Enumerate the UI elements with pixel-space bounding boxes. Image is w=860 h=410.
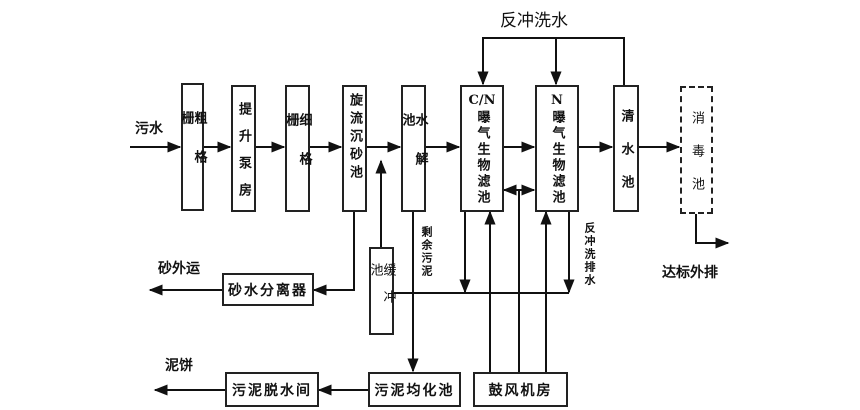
sand-separator-box: 砂水分离器 — [222, 273, 314, 306]
arrow-discharge — [695, 213, 730, 249]
sludge-dewatering-text: 污泥脱水间 — [232, 382, 312, 399]
hydrolysis-text: 水解池 — [399, 113, 428, 191]
grit-chamber-text: 旋流沉砂池 — [347, 93, 362, 183]
sand-out-label: 砂外运 — [158, 261, 200, 277]
backwash-drain-label: 反冲洗排水 — [583, 222, 596, 287]
fine-screen-text: 细格栅 — [283, 113, 312, 191]
sludge-cake-label: 泥饼 — [165, 358, 193, 374]
grit-chamber-box: 旋流沉砂池 — [342, 85, 367, 212]
blower-room-box: 鼓风机房 — [473, 372, 568, 407]
n-baf-text: 曝气生物滤池 — [549, 110, 565, 206]
sludge-homogenizer-text: 污泥均化池 — [374, 382, 455, 399]
blower-room-text: 鼓风机房 — [488, 382, 553, 399]
backwash-water-label: 反冲洗水 — [500, 11, 568, 31]
disinfection-text: 消毒池 — [689, 110, 704, 210]
n-baf-box: N 曝气生物滤池 — [535, 85, 579, 212]
arrow-grit-to-separator — [312, 211, 355, 296]
hydrolysis-box: 水解池 — [399, 85, 428, 212]
buffer-tank-text: 缓冲池 — [367, 263, 396, 317]
sludge-homogenizer-box: 污泥均化池 — [368, 372, 461, 407]
cn-baf-prefix: C/N — [468, 93, 496, 108]
coarse-screen-text: 粗格栅 — [178, 111, 207, 189]
clear-water-box: 清水池 — [613, 85, 639, 212]
inflow-label: 污水 — [135, 121, 163, 137]
buffer-tank-box: 缓冲池 — [367, 247, 396, 335]
fine-screen-box: 细格栅 — [283, 85, 312, 212]
cn-baf-box: C/N 曝气生物滤池 — [460, 85, 504, 212]
clear-water-text: 清水池 — [618, 109, 634, 208]
lift-pump-text: 提升泵房 — [236, 101, 251, 210]
n-baf-prefix: N — [551, 93, 563, 108]
disinfection-box: 消毒池 — [680, 86, 713, 214]
cn-baf-text: 曝气生物滤池 — [474, 110, 490, 206]
coarse-screen-box: 粗格栅 — [178, 83, 207, 211]
backwash-loop — [477, 37, 625, 86]
excess-sludge-label: 剩余污泥 — [420, 226, 433, 278]
lift-pump-box: 提升泵房 — [231, 85, 256, 212]
sand-separator-text: 砂水分离器 — [228, 282, 308, 299]
discharge-label: 达标外排 — [662, 265, 718, 281]
sludge-dewatering-box: 污泥脱水间 — [225, 372, 319, 407]
